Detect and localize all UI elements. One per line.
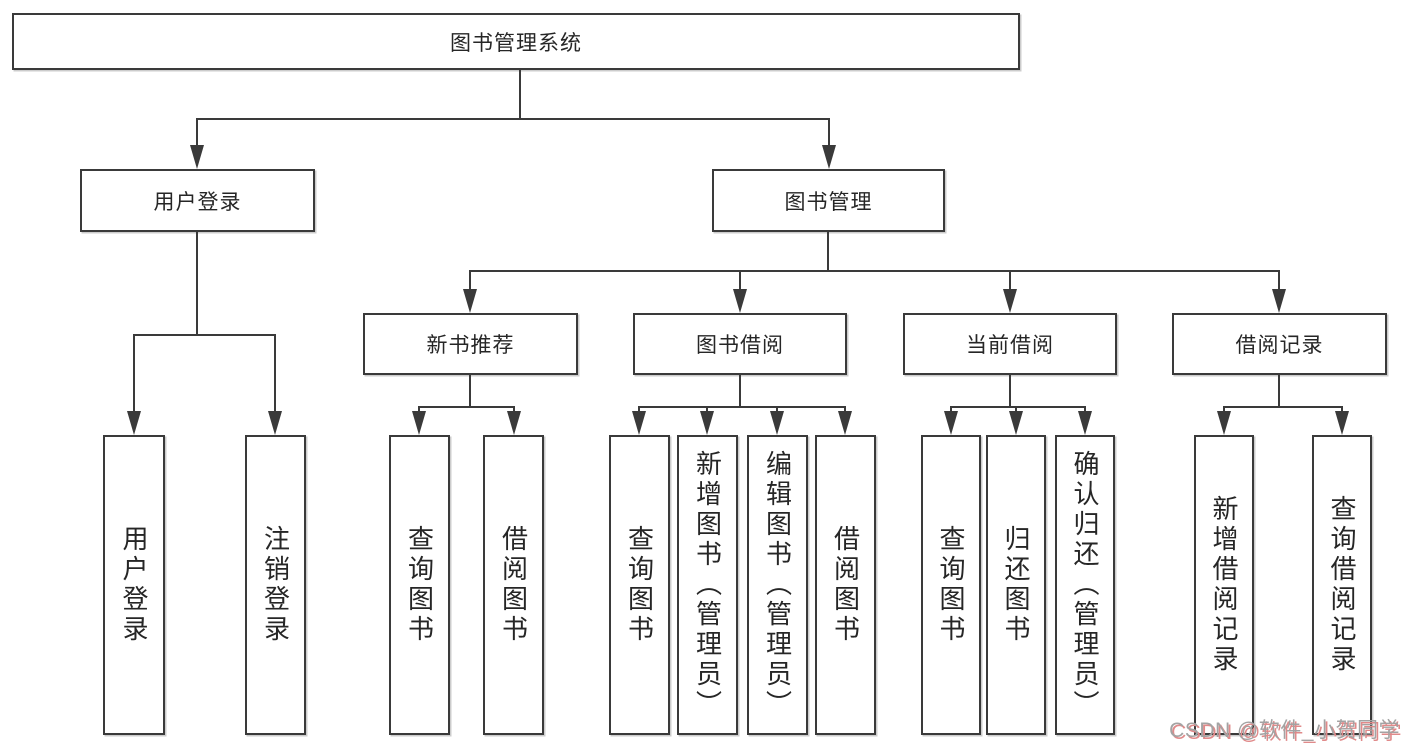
- node-new-book-recommendation: 新书推荐: [363, 313, 578, 375]
- connector-line: [706, 406, 708, 414]
- connector-arrowhead: [1078, 411, 1092, 435]
- connector-arrowhead: [412, 411, 426, 435]
- connector-arrowhead: [632, 411, 646, 435]
- connector-line: [196, 118, 198, 148]
- node-current-borrowing: 当前借阅: [903, 313, 1117, 375]
- leaf-confirm-return-admin: 确认归还（管理员）: [1055, 435, 1115, 735]
- leaf-edit-book-admin: 编辑图书（管理员）: [747, 435, 808, 735]
- connector-line: [950, 406, 1086, 408]
- connector-arrowhead: [463, 289, 477, 313]
- connector-arrowhead: [1217, 411, 1231, 435]
- connector-line: [133, 334, 135, 414]
- connector-line: [950, 406, 952, 414]
- leaf-query-borrow-record: 查询借阅记录: [1312, 435, 1372, 735]
- connector-line: [469, 375, 471, 408]
- node-book-management: 图书管理: [712, 169, 945, 232]
- connector-line: [776, 406, 778, 414]
- leaf-add-book-admin: 新增图书（管理员）: [677, 435, 738, 735]
- node-borrowing-records: 借阅记录: [1172, 313, 1387, 375]
- connector-arrowhead: [1272, 289, 1286, 313]
- connector-line: [513, 406, 515, 414]
- connector-line: [1223, 406, 1225, 414]
- connector-line: [196, 118, 830, 120]
- leaf-user-login: 用户登录: [103, 435, 165, 735]
- connector-line: [638, 406, 846, 408]
- connector-line: [1015, 406, 1017, 414]
- leaf-logout: 注销登录: [245, 435, 306, 735]
- connector-line: [418, 406, 515, 408]
- connector-arrowhead: [507, 411, 521, 435]
- leaf-return-books: 归还图书: [986, 435, 1046, 735]
- connector-line: [1009, 375, 1011, 408]
- connector-arrowhead: [1335, 411, 1349, 435]
- connector-line: [1009, 270, 1011, 292]
- connector-line: [739, 270, 741, 292]
- connector-line: [418, 406, 420, 414]
- connector-line: [274, 334, 276, 414]
- connector-line: [1278, 270, 1280, 292]
- connector-arrowhead: [190, 145, 204, 169]
- connector-line: [638, 406, 640, 414]
- connector-arrowhead: [822, 145, 836, 169]
- connector-arrowhead: [268, 411, 282, 435]
- node-library-management-system: 图书管理系统: [12, 13, 1020, 70]
- leaf-query-books-recommend: 查询图书: [389, 435, 450, 735]
- connector-line: [519, 68, 521, 120]
- connector-line: [1341, 406, 1343, 414]
- connector-line: [469, 270, 471, 292]
- leaf-query-books-borrow: 查询图书: [609, 435, 670, 735]
- node-user-login: 用户登录: [80, 169, 315, 232]
- connector-line: [827, 232, 829, 272]
- leaf-borrow-books: 借阅图书: [815, 435, 876, 735]
- leaf-borrow-books-recommend: 借阅图书: [483, 435, 544, 735]
- connector-line: [828, 118, 830, 148]
- connector-line: [469, 270, 1280, 272]
- connector-line: [1278, 375, 1280, 408]
- leaf-query-books-current: 查询图书: [921, 435, 981, 735]
- connector-line: [1084, 406, 1086, 414]
- connector-arrowhead: [127, 411, 141, 435]
- connector-arrowhead: [1003, 289, 1017, 313]
- leaf-add-borrow-record: 新增借阅记录: [1194, 435, 1254, 735]
- connector-arrowhead: [838, 411, 852, 435]
- connector-line: [196, 232, 198, 336]
- connector-line: [739, 375, 741, 408]
- connector-arrowhead: [700, 411, 714, 435]
- connector-arrowhead: [770, 411, 784, 435]
- connector-arrowhead: [1009, 411, 1023, 435]
- connector-arrowhead: [944, 411, 958, 435]
- csdn-watermark: CSDN @软件_小贺同学: [1169, 719, 1400, 742]
- node-book-borrowing: 图书借阅: [633, 313, 847, 375]
- connector-line: [1223, 406, 1343, 408]
- connector-line: [133, 334, 276, 336]
- connector-line: [844, 406, 846, 414]
- connector-arrowhead: [733, 289, 747, 313]
